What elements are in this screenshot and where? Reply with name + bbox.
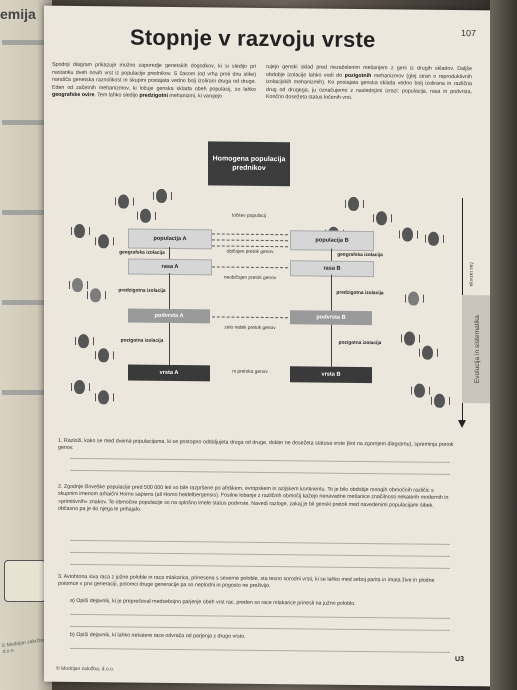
question-number: 1. (58, 437, 63, 444)
connector (331, 324, 332, 367)
book-right-edge (490, 0, 517, 690)
isolation-label: geografska izolacija (337, 252, 383, 259)
gene-flow-line (212, 239, 288, 242)
previous-page: emija © Modrijan založba, d.o.o. (0, 0, 52, 690)
beetle-icon (404, 331, 415, 346)
beetle-icon (98, 348, 109, 363)
previous-page-copyright: © Modrijan založba, d.o.o. (1, 637, 47, 656)
ancestral-population-box: Homogena populacija prednikov (208, 141, 290, 187)
footer-copyright: © Modrijan založba, d.o.o. (56, 665, 115, 673)
question-text: Avtohtona siva raca z južne poloble in r… (58, 573, 435, 590)
question-3: 3. Avtohtona siva raca z južne poloble i… (58, 574, 454, 593)
intro-left-bold-2: predzigotni (139, 93, 168, 100)
answer-line[interactable] (70, 457, 450, 463)
question-text: Opiši dejavnik, ki je preprečeval medseb… (76, 598, 356, 607)
answer-line[interactable] (70, 551, 450, 557)
connector (331, 274, 332, 311)
question-text: Razloži, kako se med dvema populacijama,… (58, 437, 454, 452)
race-a-box: rasa A (128, 258, 212, 276)
previous-page-stripe (2, 300, 46, 305)
answer-line[interactable] (70, 647, 450, 653)
connector (331, 248, 332, 261)
beetle-icon (78, 334, 89, 349)
subspecies-a-box: podvrsta A (128, 308, 210, 324)
subspecies-b-box: podvrsta B (290, 310, 372, 326)
beetle-icon (428, 231, 439, 246)
intro-left-column: Spodnji diagram prikazuje možno zaporedj… (52, 62, 256, 102)
gene-flow-label: običajen pretok genov (226, 249, 274, 256)
connector (169, 322, 170, 365)
gene-flow-line (212, 245, 288, 248)
intro-left-bold: geografske ovire (52, 92, 95, 99)
answer-line[interactable] (70, 613, 450, 619)
question-number: a) (70, 597, 75, 604)
species-a-box: vrsta A (128, 364, 210, 382)
page-number: 107 (460, 28, 476, 39)
gene-flow-line (212, 233, 288, 236)
split-label: ločitev populacij (232, 213, 266, 219)
answer-line[interactable] (70, 469, 450, 475)
question-text: Zgodnje človeške populacije pred 500 000… (58, 483, 449, 513)
previous-page-stripe (2, 120, 46, 125)
isolation-label: predzigotna izolacija (336, 290, 384, 297)
intro-left-tail-2: mehanizmi, ki varujejo (169, 93, 222, 100)
beetle-icon (422, 345, 433, 360)
question-number: 2. (58, 483, 63, 490)
intro-left-text: Spodnji diagram prikazuje možno zaporedj… (52, 61, 256, 93)
previous-page-figure (4, 560, 46, 602)
previous-page-edge-text: emija (0, 6, 36, 22)
beetle-icon (98, 234, 109, 249)
previous-page-stripe (2, 40, 46, 45)
question-number: b) (70, 631, 75, 638)
gene-flow-line (212, 266, 288, 269)
answer-line[interactable] (70, 539, 450, 545)
gene-flow-label: ni pretoka genov (232, 369, 268, 376)
beetle-icon (156, 188, 167, 203)
beetle-icon (140, 208, 151, 223)
speciation-diagram: Homogena populacija prednikov ločitev po… (58, 128, 478, 432)
question-1: 1. Razloži, kako se med dvema populacija… (58, 438, 454, 457)
beetle-icon (376, 211, 387, 226)
connector (169, 246, 170, 259)
question-3b: b) Opiši dejavnik, ki lahko nekatere rac… (70, 632, 454, 643)
question-text: Opiši dejavnik, ki lahko nekatere race o… (76, 632, 246, 640)
answer-line[interactable] (70, 563, 450, 569)
population-b-box: populacija B (290, 230, 374, 252)
beetle-icon (118, 194, 129, 209)
gene-flow-line (212, 316, 288, 319)
population-a-box: populacija A (128, 228, 212, 250)
beetle-icon (434, 393, 445, 408)
isolation-label: pozigotna izolacija (338, 340, 382, 347)
beetle-icon (414, 383, 425, 398)
beetle-icon (408, 291, 419, 306)
question-2: 2. Zgodnje človeške populacije pred 500 … (58, 484, 454, 518)
beetle-icon (74, 379, 85, 395)
beetle-icon (348, 196, 359, 211)
species-b-box: vrsta B (290, 366, 372, 384)
isolation-label: geografska izolacija (119, 250, 165, 256)
beetle-icon (72, 277, 83, 293)
gene-flow-label: zelo redek pretok genov (224, 325, 276, 332)
question-number: 3. (58, 573, 63, 580)
intro-right-column: rujejo genski sklad pred nezaželenim meš… (266, 64, 472, 104)
isolation-label: predzigotna izolacija (118, 288, 166, 294)
page-code: U3 (455, 655, 464, 664)
question-3a: a) Opiši dejavnik, ki je preprečeval med… (70, 598, 454, 609)
intro-left-tail: . Tem lahko sledijo (94, 92, 138, 100)
page-title: Stopnje v razvoju vrste (130, 24, 376, 53)
previous-page-stripe (2, 390, 46, 395)
previous-page-stripe (2, 210, 46, 215)
race-b-box: rasa B (290, 260, 374, 278)
time-arrow-label: čas razvoja (468, 262, 473, 287)
gene-flow-label: neobičajen pretok genov (223, 275, 277, 282)
beetle-icon (90, 288, 101, 303)
answer-line[interactable] (70, 625, 450, 631)
beetle-icon (98, 390, 109, 405)
isolation-label: pozigotna izolacija (120, 338, 164, 344)
intro-right-bold: pozigotnih (344, 72, 372, 79)
textbook-page: 107 Stopnje v razvoju vrste Spodnji diag… (44, 5, 494, 687)
beetle-icon (402, 227, 413, 242)
connector (169, 272, 170, 309)
beetle-icon (74, 223, 85, 239)
